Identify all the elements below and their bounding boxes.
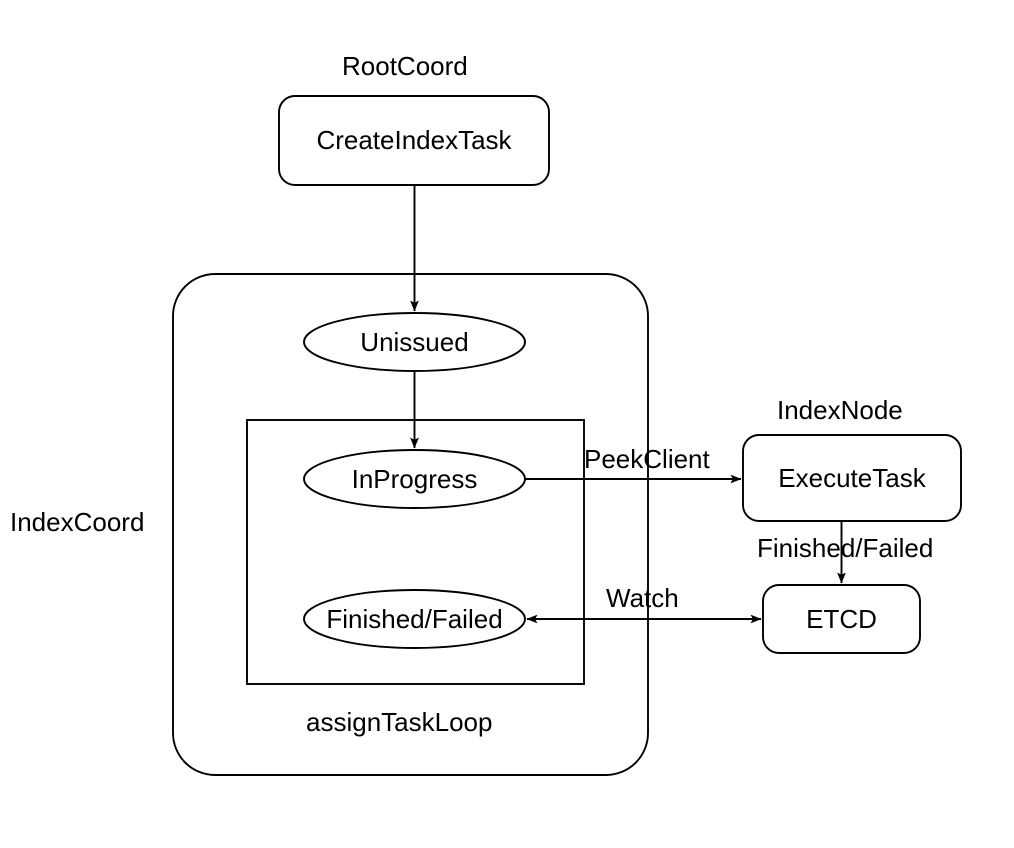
assigntaskloop-container-shape [246, 419, 585, 685]
edge-label-watch: Watch [606, 583, 679, 613]
node-label-inprogress: InProgress [351, 463, 478, 494]
node-label-create-index-task: CreateIndexTask [316, 125, 512, 155]
edge-label-peekclient: PeekClient [584, 444, 710, 474]
group-label-indexnode: IndexNode [777, 395, 903, 425]
etcd-shape [762, 584, 921, 654]
node-label-execute-task: ExecuteTask [778, 462, 926, 493]
indexcoord-container-shape [172, 273, 649, 776]
execute-task-shape [742, 434, 962, 522]
node-label-etcd: ETCD [806, 603, 877, 634]
node-label-finished-failed-state: Finished/Failed [326, 603, 503, 634]
node-label-unissued: Unissued [360, 326, 469, 357]
finished-failed-state-shape [303, 589, 526, 649]
container-label-assigntaskloop: assignTaskLoop [306, 707, 493, 737]
group-label-indexcoord: IndexCoord [10, 507, 145, 537]
group-label-rootcoord: RootCoord [342, 51, 468, 81]
edge-label-finished-failed: Finished/Failed [757, 533, 934, 563]
